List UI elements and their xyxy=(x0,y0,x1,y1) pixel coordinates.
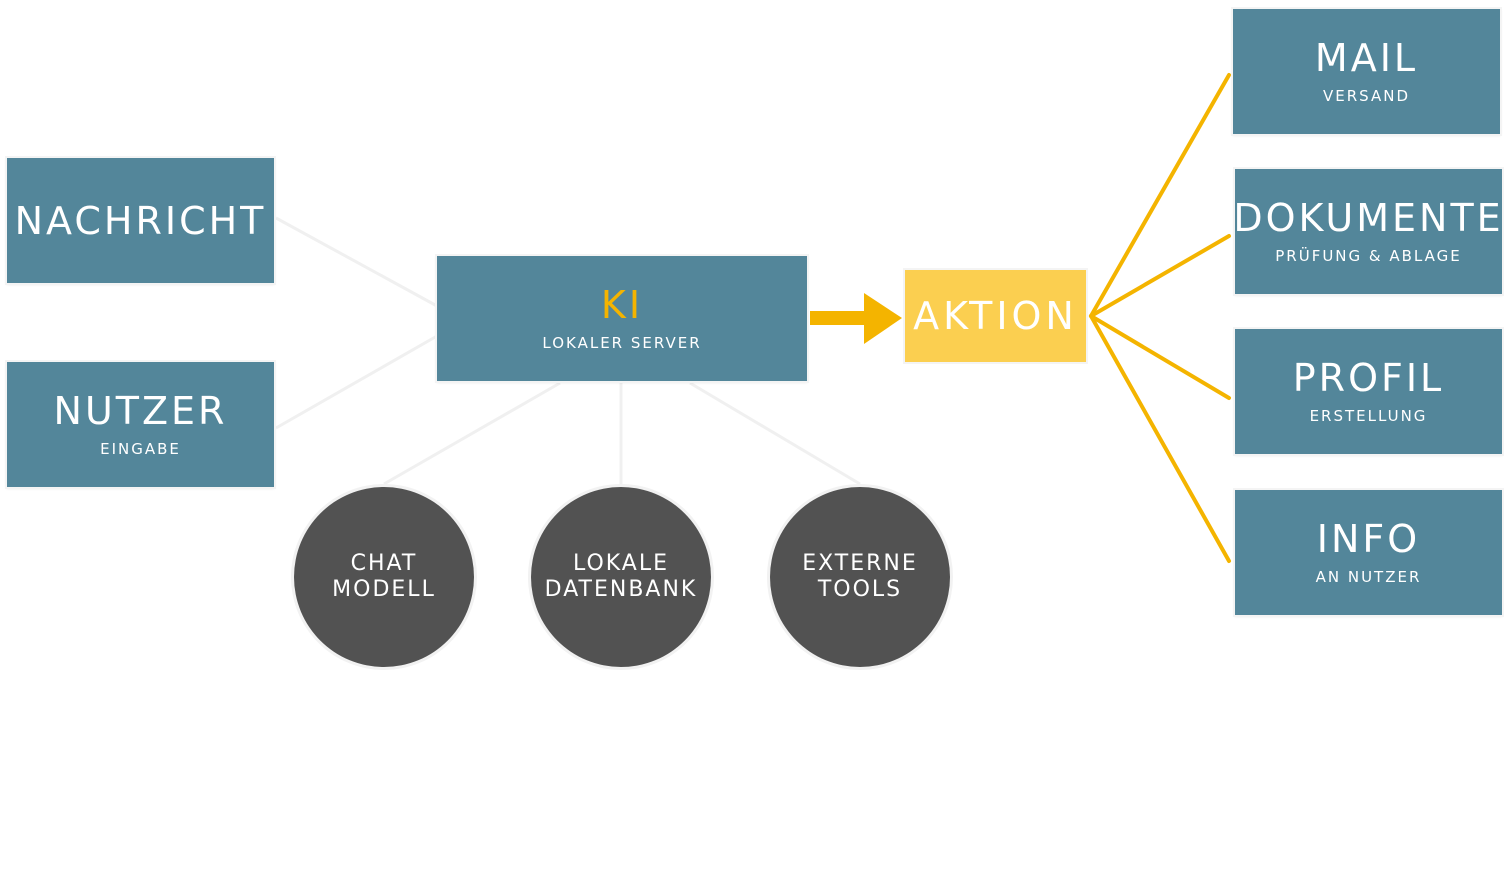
mail-subtitle: VERSAND xyxy=(1323,87,1410,105)
nutzer-box: NUTZER EINGABE xyxy=(7,362,274,487)
aktion-box: AKTION xyxy=(905,270,1086,362)
dokumente-box: DOKUMENTE PRÜFUNG & ABLAGE xyxy=(1233,169,1504,294)
externe-tools-circle: EXTERNE TOOLS xyxy=(770,487,950,667)
info-box: INFO AN NUTZER xyxy=(1235,490,1502,615)
arrow-ki-aktion xyxy=(810,293,902,344)
connector-nutzer-ki xyxy=(275,334,438,430)
ki-title: KI xyxy=(600,283,644,327)
connector-ki-tools xyxy=(689,381,861,486)
lokale-datenbank-circle: LOKALE DATENBANK xyxy=(531,487,711,667)
connector-nachricht-ki xyxy=(275,216,438,308)
nachricht-title: NACHRICHT xyxy=(14,198,267,243)
info-subtitle: AN NUTZER xyxy=(1315,568,1422,586)
aktion-title: AKTION xyxy=(913,294,1078,338)
profil-title: PROFIL xyxy=(1292,356,1445,400)
dokumente-title: DOKUMENTE xyxy=(1233,196,1504,240)
nutzer-title: NUTZER xyxy=(53,389,228,433)
mail-box: MAIL VERSAND xyxy=(1233,9,1500,134)
connector-aktion-profil xyxy=(1089,314,1231,400)
info-title: INFO xyxy=(1316,517,1421,561)
chat-modell-circle: CHAT MODELL xyxy=(294,487,474,667)
chat-modell-line2: MODELL xyxy=(332,577,436,602)
ki-box: KI LOKALER SERVER xyxy=(437,256,807,381)
dokumente-subtitle: PRÜFUNG & ABLAGE xyxy=(1275,247,1462,265)
mail-title: MAIL xyxy=(1314,36,1419,80)
profil-box: PROFIL ERSTELLUNG xyxy=(1235,329,1502,454)
connector-aktion-dokumente xyxy=(1089,234,1231,318)
connector-aktion-mail xyxy=(1089,73,1231,318)
lokale-datenbank-line2: DATENBANK xyxy=(544,577,698,602)
nachricht-box: NACHRICHT xyxy=(7,158,274,283)
ki-subtitle: LOKALER SERVER xyxy=(542,334,702,352)
profil-subtitle: ERSTELLUNG xyxy=(1309,407,1428,425)
lokale-datenbank-line1: LOKALE xyxy=(572,551,670,576)
externe-tools-line2: TOOLS xyxy=(817,577,903,602)
chat-modell-line1: CHAT xyxy=(350,551,418,576)
externe-tools-line1: EXTERNE xyxy=(802,551,918,576)
connector-aktion-info xyxy=(1089,314,1231,563)
connector-ki-chat xyxy=(383,381,561,486)
nutzer-subtitle: EINGABE xyxy=(100,440,181,458)
